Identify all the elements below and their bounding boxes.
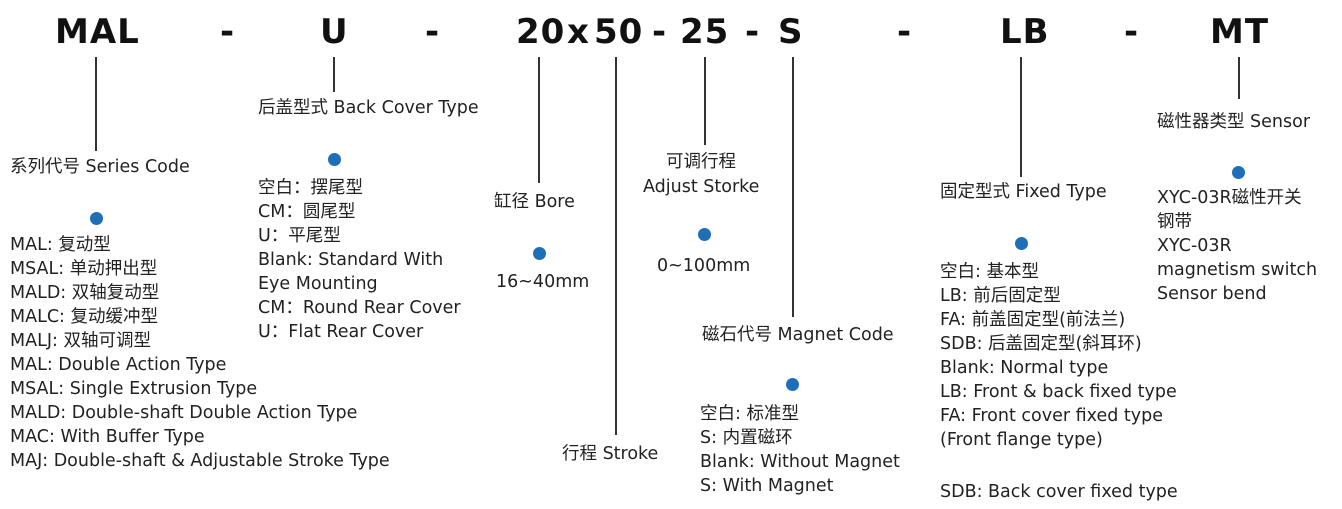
sensor-item: Sensor bend (1157, 284, 1267, 304)
leader-line-stroke (615, 57, 617, 435)
bore-title: 缸径 Bore (494, 192, 575, 212)
code-dash-1: - (220, 12, 236, 52)
sensor-item: 钢带 (1157, 212, 1192, 232)
series-item: MAL: Double Action Type (10, 355, 227, 375)
code-series: MAL (55, 12, 140, 52)
leader-line-series (95, 57, 97, 151)
magnet-item: S: With Magnet (700, 476, 834, 496)
series-dot (90, 212, 103, 225)
code-sensor: MT (1210, 12, 1270, 52)
leader-line-adjust (704, 57, 706, 145)
leader-line-bore (538, 57, 540, 183)
code-adjust: 25 (680, 12, 730, 52)
leader-line-sensor (1238, 57, 1240, 99)
stroke-title: 行程 Stroke (562, 444, 659, 464)
adjust-dot (698, 228, 711, 241)
sensor-item: XYC-03R (1157, 236, 1232, 256)
back-cover-list: 空白：摆尾型 CM：圆尾型 U：平尾型 Blank: Standard With… (258, 176, 461, 344)
back-cover-item: 空白：摆尾型 (258, 178, 363, 198)
series-item: MALD: 双轴复动型 (10, 283, 160, 303)
fixed-item: LB: Front & back fixed type (940, 382, 1177, 402)
series-item: MAJ: Double-shaft & Adjustable Stroke Ty… (10, 451, 390, 471)
fixed-item: Blank: Normal type (940, 358, 1109, 378)
series-item: MAC: With Buffer Type (10, 427, 205, 447)
back-cover-item: Eye Mounting (258, 274, 378, 294)
fixed-item: FA: Front cover fixed type (940, 406, 1163, 426)
magnet-item: 空白: 标准型 (700, 404, 799, 424)
leader-line-fixed (1020, 57, 1022, 177)
back-cover-item: Blank: Standard With (258, 250, 444, 270)
back-cover-title: 后盖型式 Back Cover Type (258, 98, 479, 118)
code-back-cover: U (320, 12, 349, 52)
magnet-dot (786, 378, 799, 391)
code-bore: 20 (516, 12, 566, 52)
code-x: x (567, 12, 590, 52)
sensor-dot (1232, 166, 1245, 179)
series-item: MAL: 复动型 (10, 235, 111, 255)
magnet-item: Blank: Without Magnet (700, 452, 900, 472)
leader-line-back-cover (333, 57, 335, 92)
back-cover-item: U：平尾型 (258, 226, 341, 246)
sensor-item: magnetism switch (1157, 260, 1318, 280)
series-item: MSAL: 单动押出型 (10, 259, 158, 279)
back-cover-item: CM：Round Rear Cover (258, 298, 461, 318)
sensor-item: XYC-03R磁性开关 (1157, 188, 1302, 208)
sensor-list: XYC-03R磁性开关 钢带 XYC-03R magnetism switch … (1157, 186, 1317, 306)
magnet-list: 空白: 标准型 S: 内置磁环 Blank: Without Magnet S:… (700, 402, 900, 498)
code-dash-2: - (425, 12, 441, 52)
fixed-item-last: SDB: Back cover fixed type (940, 482, 1178, 502)
code-fixed: LB (1000, 12, 1050, 52)
bore-dot (533, 247, 546, 260)
code-dash-6: - (1124, 12, 1140, 52)
fixed-item: (Front flange type) (940, 430, 1103, 450)
series-item: MALC: 复动缓冲型 (10, 307, 158, 327)
adjust-title-en: Adjust Storke (643, 177, 760, 197)
fixed-list: 空白: 基本型 LB: 前后固定型 FA: 前盖固定型(前法兰) SDB: 后盖… (940, 260, 1177, 452)
back-cover-item: CM：圆尾型 (258, 202, 356, 222)
fixed-item: 空白: 基本型 (940, 262, 1039, 282)
fixed-title: 固定型式 Fixed Type (940, 182, 1107, 202)
code-dash-5: - (897, 12, 913, 52)
code-magnet: S (778, 12, 804, 52)
series-list: MAL: 复动型 MSAL: 单动押出型 MALD: 双轴复动型 MALC: 复… (10, 233, 390, 473)
fixed-dot (1015, 237, 1028, 250)
fixed-item: FA: 前盖固定型(前法兰) (940, 310, 1126, 330)
series-title: 系列代号 Series Code (10, 157, 190, 177)
series-item: MSAL: Single Extrusion Type (10, 379, 258, 399)
back-cover-item: U：Flat Rear Cover (258, 322, 424, 342)
back-cover-dot (328, 153, 341, 166)
fixed-item: SDB: 后盖固定型(斜耳环) (940, 334, 1142, 354)
series-item: MALJ: 双轴可调型 (10, 331, 151, 351)
code-dash-4: - (745, 12, 761, 52)
fixed-item: LB: 前后固定型 (940, 286, 1061, 306)
magnet-title: 磁石代号 Magnet Code (702, 325, 894, 345)
code-dash-3: - (652, 12, 668, 52)
code-stroke: 50 (594, 12, 644, 52)
sensor-title: 磁性器类型 Sensor (1157, 112, 1311, 132)
series-item: MALD: Double-shaft Double Action Type (10, 403, 358, 423)
adjust-value: 0~100mm (657, 256, 751, 276)
bore-value: 16~40mm (496, 272, 590, 292)
leader-line-magnet (792, 57, 794, 317)
magnet-item: S: 内置磁环 (700, 428, 793, 448)
adjust-title-cn: 可调行程 (666, 152, 736, 172)
